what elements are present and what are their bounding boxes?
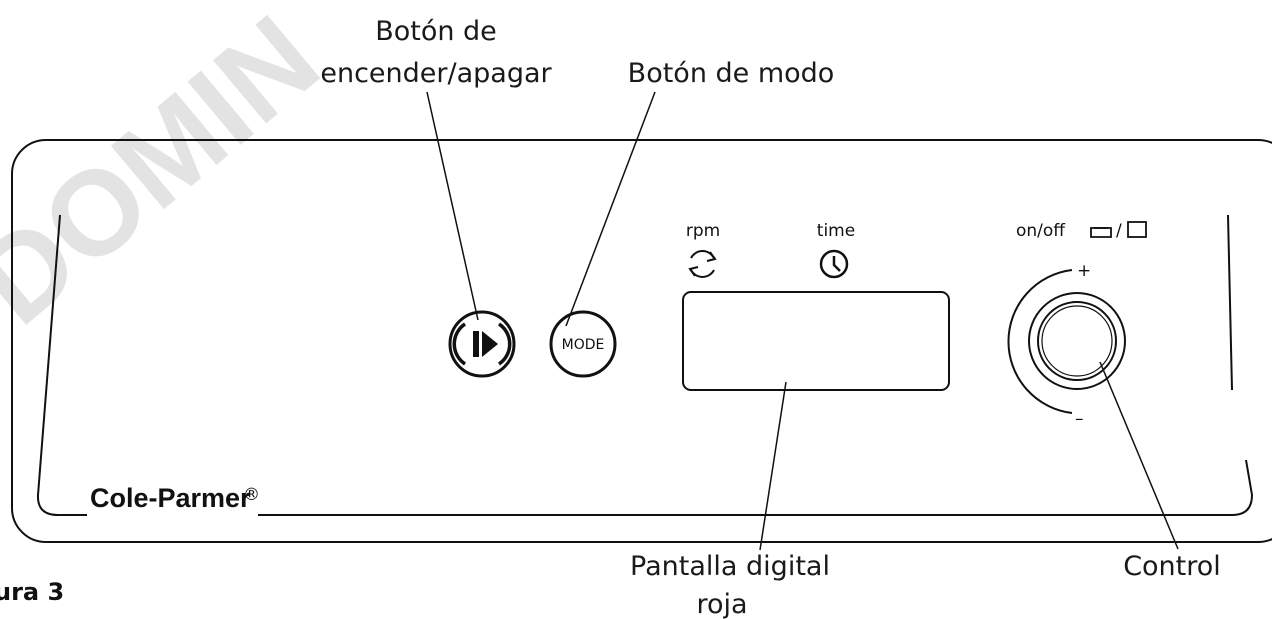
control-callout: Control [1123, 551, 1221, 582]
display-leader [759, 381, 787, 551]
display-callout-line2: roja [696, 589, 747, 619]
panel-inner-right-edge [1227, 214, 1233, 391]
power-button-leader [426, 91, 479, 321]
power-button-callout-line1: Botón de [375, 16, 497, 47]
digital-display [682, 291, 950, 391]
watermark-text: DOMIN [0, 0, 343, 350]
panel-outline [11, 139, 1272, 543]
time-label: time [817, 221, 855, 241]
power-button[interactable] [448, 310, 516, 378]
knob-plus-label: + [1077, 261, 1091, 281]
panel-inner-frame [36, 214, 1254, 516]
brand-registered-mark: ® [243, 485, 260, 505]
lid-separator: / [1116, 221, 1122, 241]
control-leader [1099, 361, 1179, 550]
mode-button-label: MODE [562, 337, 605, 353]
display-callout-line1: Pantalla digital [630, 551, 830, 582]
rotation-arrows-icon [688, 250, 717, 278]
knob-scale-arc [1007, 269, 1073, 414]
power-button-callout-line2: encender/apagar [320, 58, 552, 89]
figure-label: ura 3 [0, 578, 64, 606]
brand-logo: Cole-Parmer [90, 483, 251, 513]
watermark: DOMIN [0, 0, 343, 350]
mode-button[interactable]: MODE [549, 310, 617, 378]
knob-on-off-label: on/off [1016, 221, 1066, 241]
closed-lid-icon [1127, 221, 1147, 238]
knob-minus-label: – [1075, 409, 1084, 429]
open-lid-icon [1090, 227, 1112, 238]
rpm-label: rpm [686, 221, 720, 241]
play-pause-icon [452, 322, 512, 366]
control-knob[interactable] [1028, 292, 1126, 390]
clock-icon [819, 249, 849, 279]
mode-button-callout: Botón de modo [628, 58, 835, 89]
mode-button-leader [565, 91, 656, 327]
